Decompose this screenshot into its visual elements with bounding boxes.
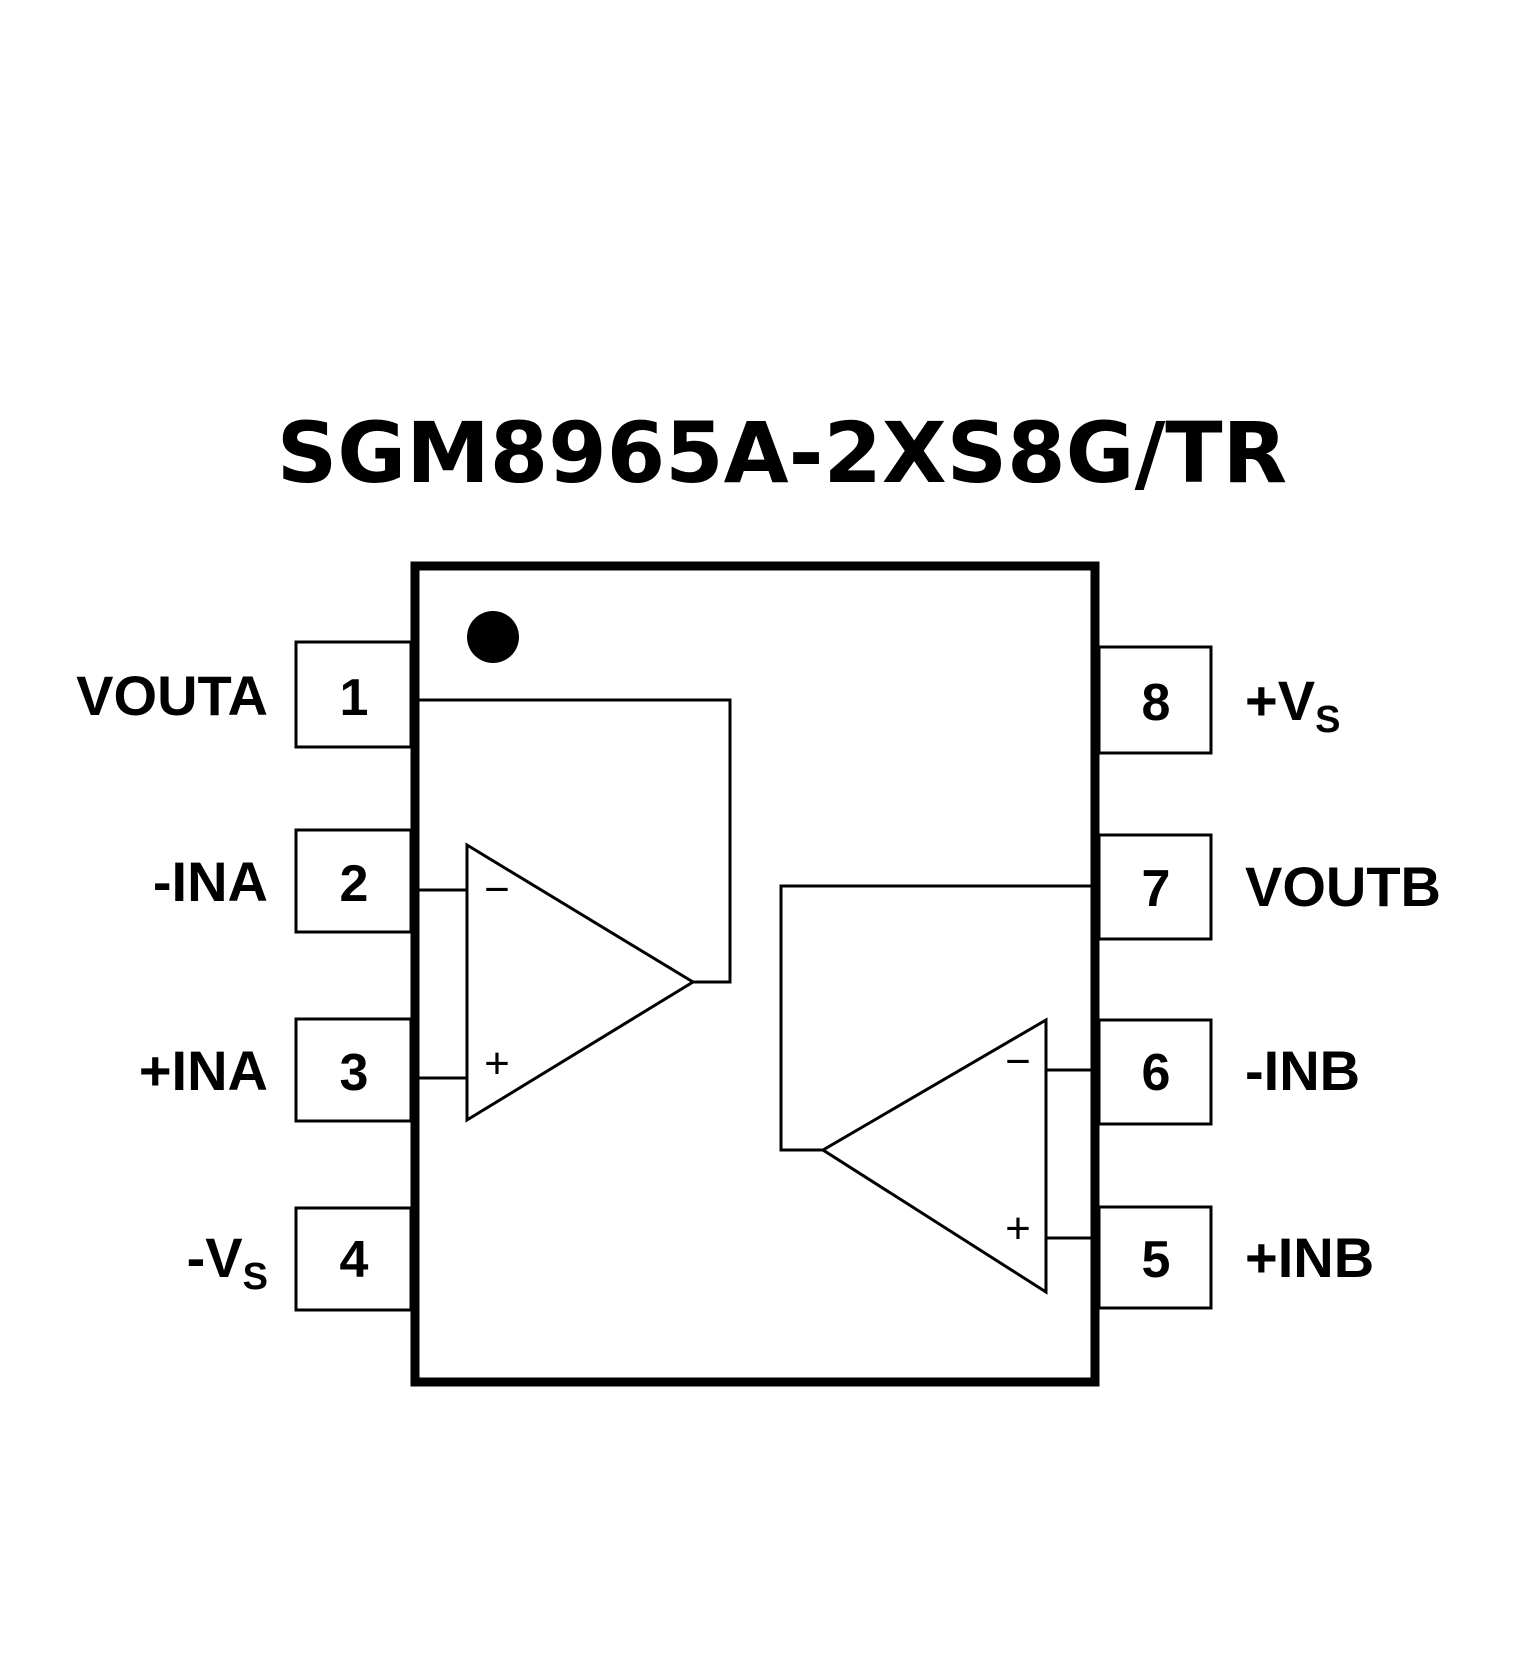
- amplifier-b-minus-sign: −: [1005, 1037, 1031, 1086]
- amplifier-a: − +: [419, 698, 732, 1123]
- pin-5-number: 5: [1142, 1231, 1171, 1289]
- pin-5: 5 S+INB: [1097, 1205, 1374, 1310]
- pin-2: 2 -INA: [153, 828, 413, 934]
- amplifier-b-triangle: [820, 1017, 1048, 1295]
- pin-3: 3 +INA: [139, 1017, 413, 1123]
- pin-6-label: -INB: [1245, 1039, 1360, 1102]
- pin1-marker-dot: [467, 611, 519, 663]
- pin-3-pad: [294, 1017, 413, 1123]
- amplifier-a-triangle: [465, 842, 696, 1123]
- pin-3-number: 3: [340, 1044, 369, 1102]
- pin-6: 6 -INB: [1097, 1018, 1360, 1126]
- pin-7-number: 7: [1142, 860, 1171, 918]
- chip-body: [410, 561, 1100, 1387]
- pin-5-pad: [1097, 1205, 1213, 1310]
- pin-1: 1 VOUTA: [76, 640, 413, 749]
- pin-6-number: 6: [1142, 1044, 1171, 1102]
- amplifier-b-output-wire: [779, 884, 1091, 1152]
- pin-2-number: 2: [340, 855, 369, 913]
- pin-8-number: 8: [1142, 674, 1171, 732]
- pin-1-number: 1: [340, 669, 369, 727]
- pin-6-pad: [1097, 1018, 1213, 1126]
- pin-4-pad: [294, 1206, 413, 1312]
- pin-2-label: -INA: [153, 850, 268, 913]
- pin-5-label: S+INB: [1245, 1226, 1374, 1289]
- amplifier-b: − +: [779, 884, 1091, 1295]
- amplifier-b-plus-sign: +: [1005, 1204, 1031, 1253]
- pin-4-number: 4: [340, 1231, 369, 1289]
- pin-4-label: -VS: [187, 1226, 268, 1298]
- amplifier-a-plus-sign: +: [484, 1039, 510, 1088]
- part-number-title: SGM8965A-2XS8G/TR: [277, 404, 1287, 502]
- pin-8: 8 +VS: [1097, 645, 1340, 755]
- pin-7-label: VOUTB: [1245, 855, 1441, 918]
- pin-2-pad: [294, 828, 413, 934]
- pin-8-pad: [1097, 645, 1213, 755]
- amplifier-a-minus-sign: −: [484, 865, 510, 914]
- pin-1-label: VOUTA: [76, 664, 268, 727]
- pin-1-pad: [294, 640, 413, 749]
- pin-7: 7 VOUTB: [1097, 833, 1441, 941]
- pin-7-pad: [1097, 833, 1213, 941]
- amplifier-a-output-wire: [419, 698, 732, 984]
- pin-3-label: +INA: [139, 1039, 268, 1102]
- pin-4: 4 -VS: [187, 1206, 413, 1312]
- pin-8-label: +VS: [1245, 669, 1340, 741]
